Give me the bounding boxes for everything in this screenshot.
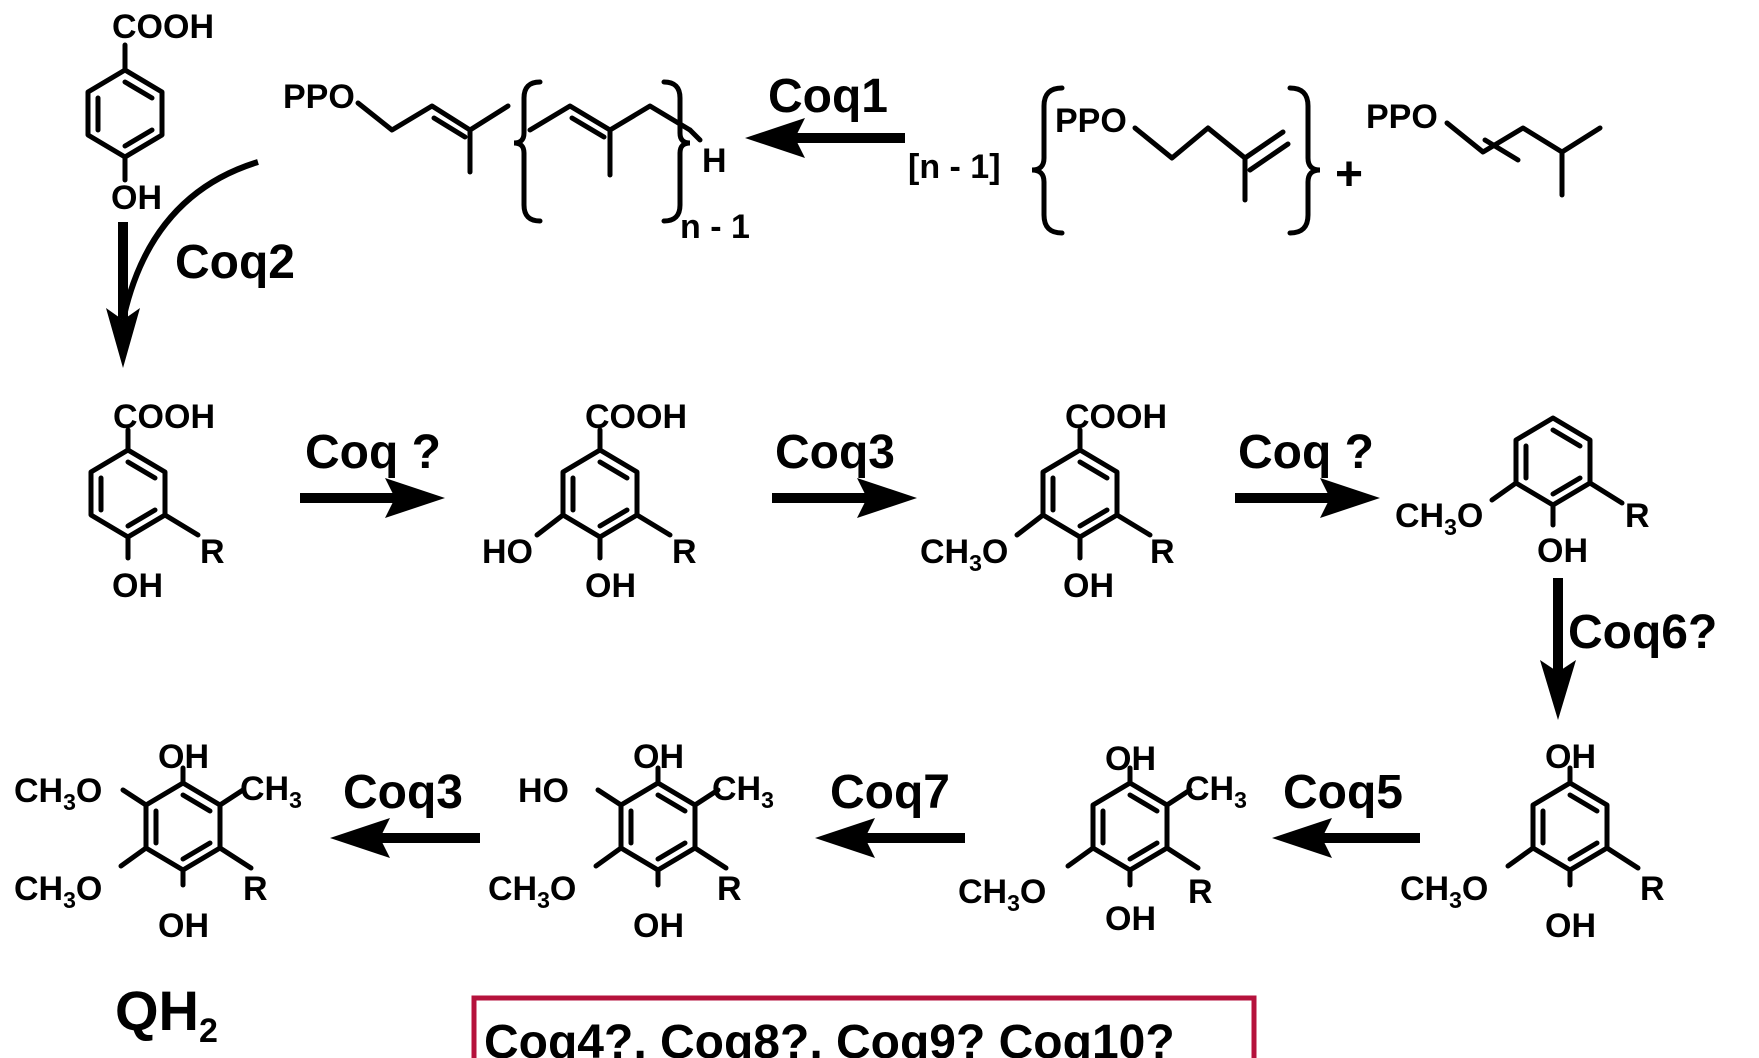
cooh-label-2: COOH xyxy=(113,398,215,436)
methoxyphenol-molecule: OH R CH3O xyxy=(1395,415,1650,570)
coq-unknown-arrow-2: Coq ? xyxy=(1235,426,1380,518)
isopentenyl-diphosphate-molecule: [n - 1] PPO + xyxy=(908,85,1363,236)
oh-label-9: OH xyxy=(1105,900,1156,938)
oh-label-8: OH xyxy=(1105,740,1156,778)
qh2-label: QH2 xyxy=(115,979,218,1050)
ch-label-5: CH3O xyxy=(488,870,576,913)
coq3-label-a: Coq3 xyxy=(775,426,895,479)
coq3-label-b: Coq3 xyxy=(343,766,463,819)
r-label: R xyxy=(200,533,225,571)
coq6-arrow: Coq6? xyxy=(1540,578,1717,720)
polyprenyl-diphosphate-molecule: PPO H n - 1 xyxy=(283,78,750,246)
plus-sign: + xyxy=(1335,148,1363,201)
coq2-label: Coq2 xyxy=(175,236,295,289)
coq3-arrow-b: Coq3 xyxy=(330,766,480,858)
polyprenyl-hydroxybenzoate-molecule: COOH OH R xyxy=(88,398,225,605)
oh-label-6: OH xyxy=(1545,738,1596,776)
dihydroxybenzoate-molecule: COOH OH R HO xyxy=(482,398,697,605)
r-label-5: R xyxy=(1640,870,1665,908)
oh-label: OH xyxy=(111,179,162,217)
n-minus-1-bracket-label: [n - 1] xyxy=(908,148,1001,186)
h-label: H xyxy=(702,142,727,180)
oh-label-11: OH xyxy=(633,907,684,945)
ho-label-2: HO xyxy=(518,772,569,810)
coq1-arrow: Coq1 xyxy=(745,70,905,158)
demethoxy-ubiquinol-molecule: OH OH R CH3O CH3 HO xyxy=(488,738,774,945)
ch-label-2: CH3O xyxy=(1395,497,1483,540)
coq7-arrow: Coq7 xyxy=(815,766,965,858)
ppo-label-3: PPO xyxy=(1366,98,1438,136)
n-minus-1-label: n - 1 xyxy=(680,208,750,246)
coq-unknown-label-2: Coq ? xyxy=(1238,426,1374,479)
coq-unknown-arrow-1: Coq ? xyxy=(300,426,445,518)
oh-label-10: OH xyxy=(633,738,684,776)
cooh-label-3: COOH xyxy=(585,398,687,436)
footer-box-text: Coq4?, Coq8?, Coq9? Coq10? xyxy=(484,1016,1175,1058)
oh-label-7: OH xyxy=(1545,907,1596,945)
coq7-label: Coq7 xyxy=(830,766,950,819)
coq5-label: Coq5 xyxy=(1283,766,1403,819)
oh-label-4: OH xyxy=(1063,567,1114,605)
dimethylallyl-diphosphate-molecule: PPO xyxy=(1366,98,1603,198)
footer-box: Coq4?, Coq8?, Coq9? Coq10? xyxy=(471,995,1257,1058)
oh-label-13: OH xyxy=(158,907,209,945)
ch-label-3: CH3O xyxy=(1400,870,1488,913)
repeat-bracket-left xyxy=(513,79,543,224)
methyl-methoxy-hydroquinone-molecule: OH OH R CH3O CH3 xyxy=(958,740,1247,938)
coq6-label: Coq6? xyxy=(1568,606,1717,659)
ubiquinol-molecule: OH OH R CH3O CH3O CH3 QH2 xyxy=(14,738,302,1050)
r-label-4: R xyxy=(1625,497,1650,535)
ho-label: HO xyxy=(482,533,533,571)
methoxy-hydroquinone-molecule: OH OH R CH3O xyxy=(1400,738,1665,945)
oh-label-5: OH xyxy=(1537,532,1588,570)
ppo-label: PPO xyxy=(283,78,355,116)
oh-label-12: OH xyxy=(158,738,209,776)
methoxy-hydroxybenzoate-molecule: COOH OH R CH3O xyxy=(920,398,1175,605)
r-label-3: R xyxy=(1150,533,1175,571)
coq2-arrow: Coq2 xyxy=(106,159,295,368)
r-label-7: R xyxy=(717,870,742,908)
ch3-label-2: CH3 xyxy=(712,770,774,813)
coq3-arrow-a: Coq3 xyxy=(772,426,917,518)
ch3-label-3: CH3 xyxy=(240,770,302,813)
r-label-2: R xyxy=(672,533,697,571)
ch3-label: CH3 xyxy=(1185,770,1247,813)
ch-label-4: CH3O xyxy=(958,873,1046,916)
oh-label-3: OH xyxy=(585,567,636,605)
ppo-label-2: PPO xyxy=(1055,102,1127,140)
oh-label-2: OH xyxy=(112,567,163,605)
repeat-bracket-right xyxy=(661,79,691,224)
r-label-6: R xyxy=(1188,873,1213,911)
coq1-label: Coq1 xyxy=(768,70,888,123)
footer-box-border xyxy=(471,995,1257,1058)
coq5-arrow: Coq5 xyxy=(1272,766,1420,858)
ch-label: CH3O xyxy=(920,533,1008,576)
cooh-label: COOH xyxy=(112,8,214,46)
benzene-ring xyxy=(85,67,165,160)
coq-unknown-label-1: Coq ? xyxy=(305,426,441,479)
ch-label-7: CH3O xyxy=(14,772,102,815)
ch-label-6: CH3O xyxy=(14,870,102,913)
r-label-8: R xyxy=(243,870,268,908)
cooh-label-4: COOH xyxy=(1065,398,1167,436)
hydroxybenzoate-molecule: COOH OH xyxy=(85,8,214,217)
